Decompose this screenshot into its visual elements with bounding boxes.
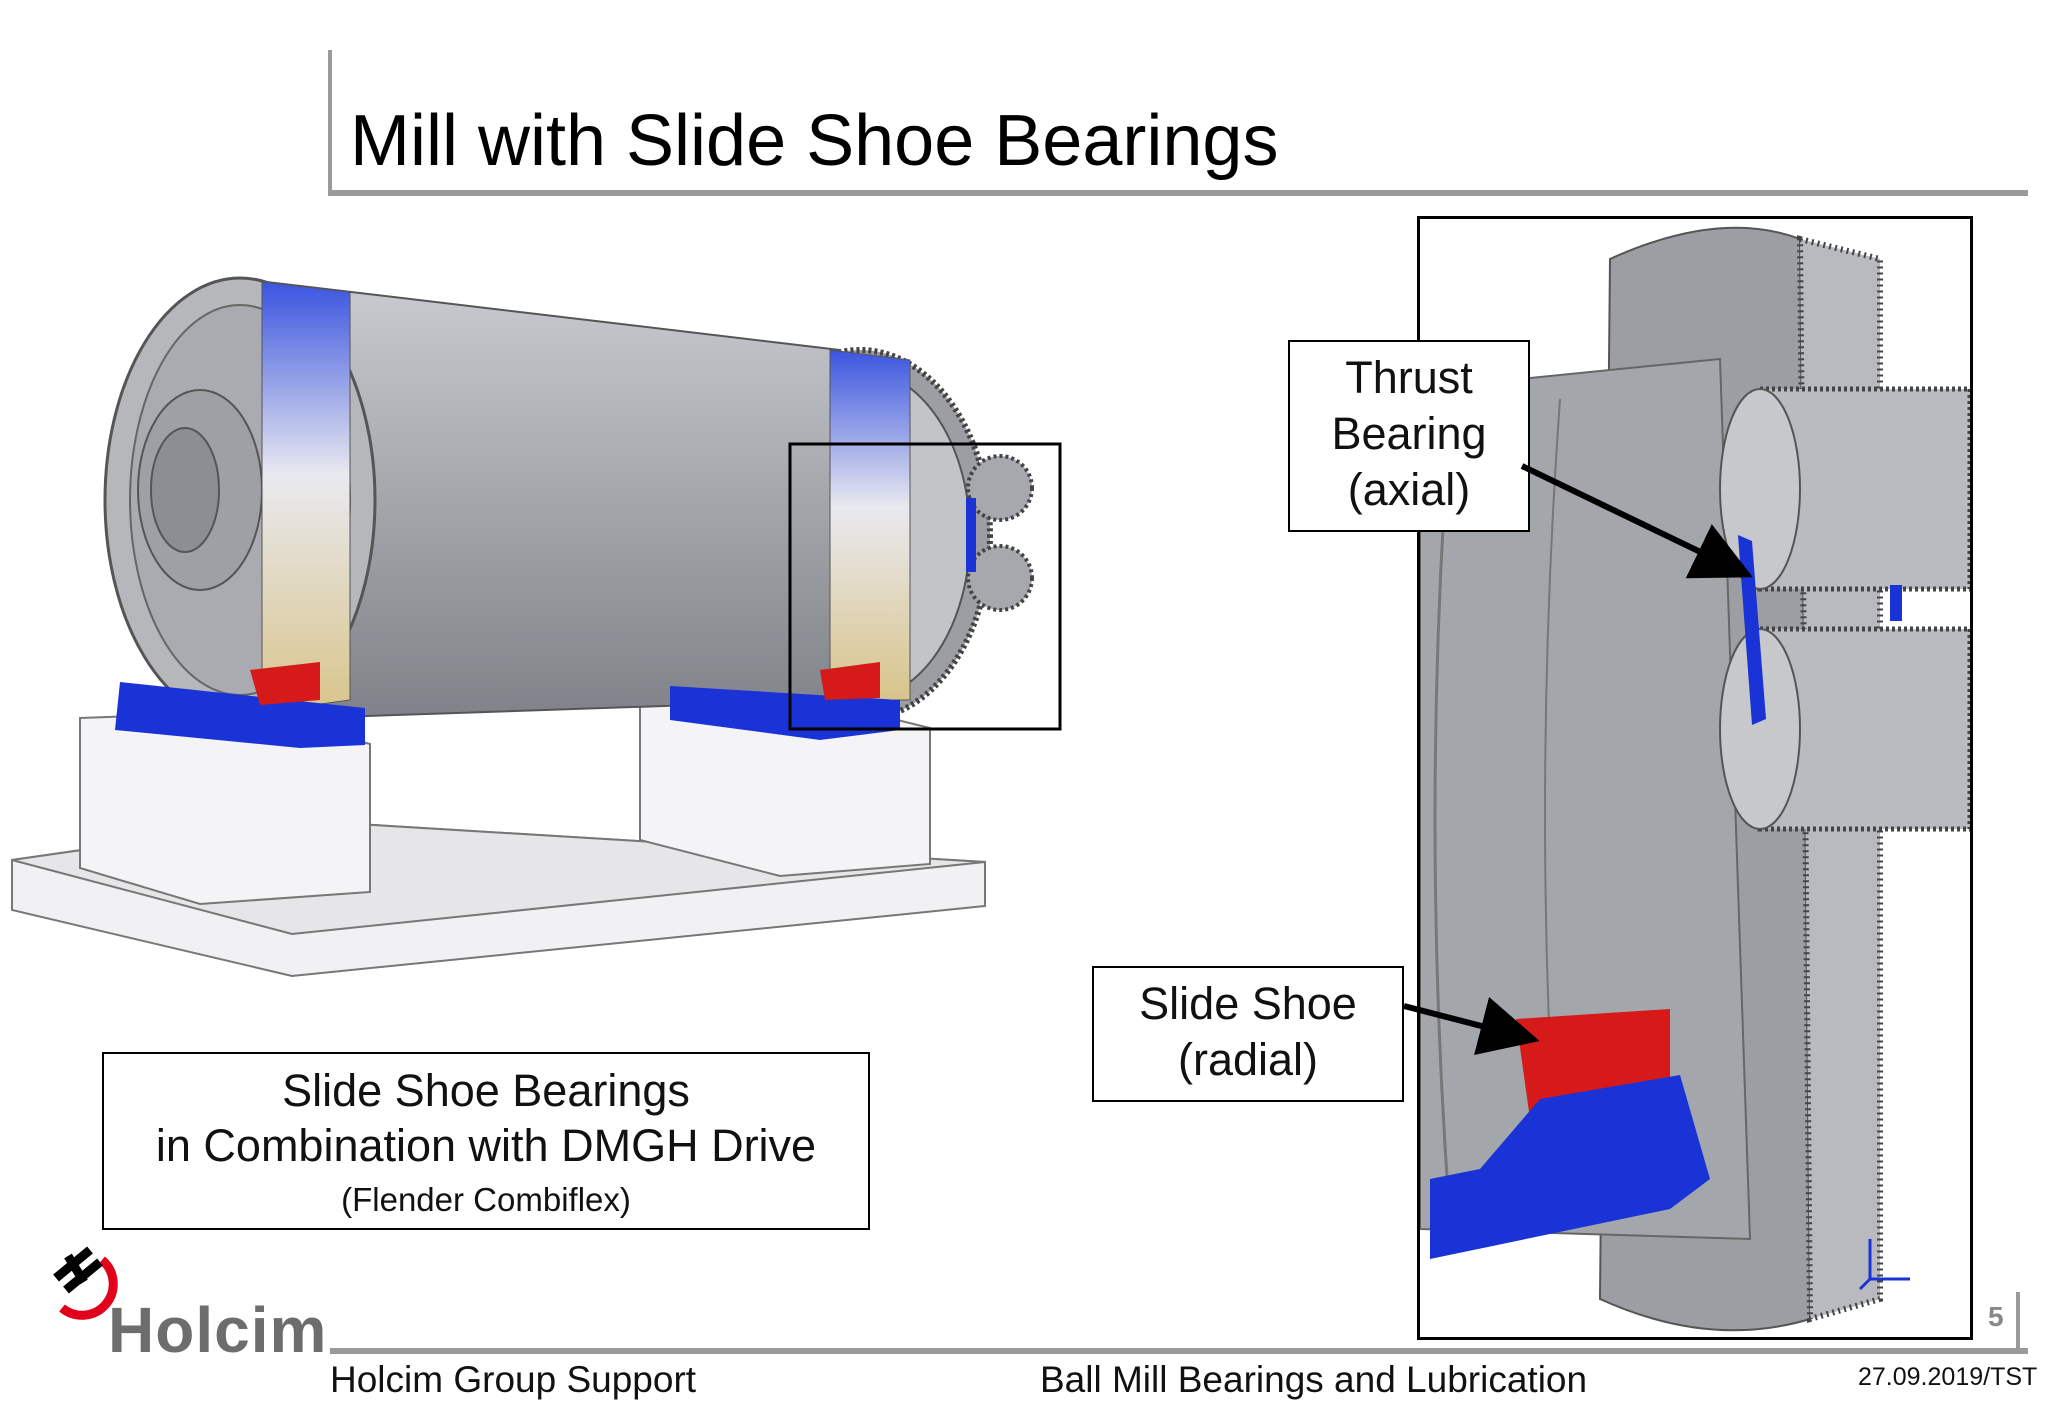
detail-view	[1417, 216, 1973, 1340]
support-left	[115, 682, 365, 748]
slide-shoe-support	[1430, 1075, 1710, 1259]
holcim-h-logo-icon	[53, 1246, 118, 1320]
slide-shoe-left	[250, 662, 320, 705]
footer-date-code: 27.09.2019/TST	[1858, 1363, 2038, 1391]
slide-title: Mill with Slide Shoe Bearings	[350, 101, 1279, 181]
caption-box: Slide Shoe Bearings in Combination with …	[102, 1052, 870, 1230]
thrust-label-line-1: Thrust	[1345, 352, 1473, 403]
page-number-rule	[2016, 1292, 2020, 1350]
holcim-logo-text: Holcim	[108, 1294, 328, 1366]
title-rule-vertical	[328, 50, 332, 193]
footer-presentation-title: Ball Mill Bearings and Lubrication	[1040, 1359, 1588, 1400]
slide-shoe-label: Slide Shoe (radial)	[1092, 966, 1404, 1102]
thrust-label-line-2: Bearing	[1331, 408, 1487, 459]
slide-shoe-right	[820, 662, 880, 700]
thrust-bearing-part	[1738, 535, 1766, 725]
mill-overview-illustration	[11, 276, 1062, 978]
detail-pinion-upper	[1757, 386, 1970, 592]
support-right	[670, 686, 900, 740]
caption-line-3: (Flender Combiflex)	[341, 1181, 631, 1218]
thrust-label-line-3: (axial)	[1347, 464, 1471, 515]
pinion-lower	[966, 544, 1034, 612]
thrust-arrow	[1520, 463, 1753, 579]
footer-rule	[330, 1348, 2028, 1354]
slide-label-line-2: (radial)	[1177, 1034, 1319, 1085]
title-rule-horizontal	[328, 190, 2028, 196]
page-number: 5	[1988, 1301, 2004, 1332]
footer-organization: Holcim Group Support	[330, 1359, 697, 1400]
detail-frame	[788, 442, 1062, 731]
pinion-upper	[966, 454, 1034, 522]
bearing-ring-right	[829, 349, 911, 701]
slide-label-line-1: Slide Shoe	[1139, 978, 1357, 1029]
axis-triad-icon	[1858, 1239, 1910, 1291]
bearing-ring-left	[261, 281, 351, 713]
thrust-bearing-label: Thrust Bearing (axial)	[1288, 340, 1530, 532]
slide-shoe-arrow	[1403, 996, 1540, 1056]
caption-line-1: Slide Shoe Bearings	[282, 1065, 690, 1116]
caption-line-2: in Combination with DMGH Drive	[155, 1120, 817, 1171]
